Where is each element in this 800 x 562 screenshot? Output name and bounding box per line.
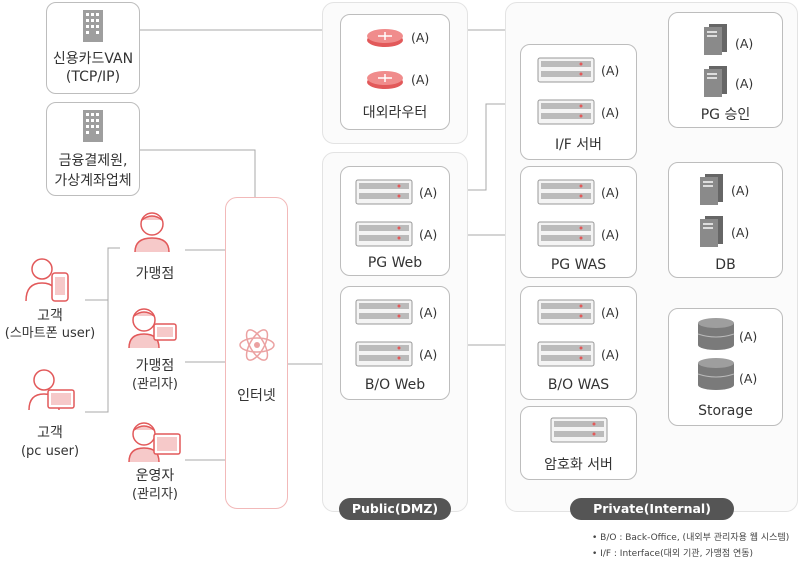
customer-mobile-sub: (스마트폰 user) bbox=[4, 326, 96, 341]
customer-pc-sub: (pc user) bbox=[20, 444, 80, 459]
crypto-server-label: 암호화 서버 bbox=[544, 457, 613, 473]
smartphone-user-icon bbox=[25, 258, 69, 302]
tower-server-icon bbox=[700, 216, 723, 247]
pg-approval-tag-2: (A) bbox=[735, 76, 754, 91]
pg-web-tag-1: (A) bbox=[419, 185, 438, 200]
card-van-box: 신용카드VAN (TCP/IP) bbox=[46, 2, 140, 94]
operator-admin-label: 운영자 bbox=[135, 468, 175, 484]
bo-was-tag-1: (A) bbox=[601, 305, 620, 320]
external-router-label: 대외라우터 bbox=[362, 105, 428, 121]
customer-mobile-label: 고객 bbox=[37, 308, 63, 324]
internet-label: 인터넷 bbox=[237, 388, 276, 404]
pg-approval-box: (A) (A) PG 승인 bbox=[668, 12, 783, 128]
server-icon bbox=[355, 341, 413, 367]
atom-icon bbox=[239, 329, 275, 361]
pc-user-icon bbox=[28, 369, 75, 411]
server-icon bbox=[355, 179, 413, 205]
router-icon bbox=[367, 29, 403, 47]
pg-approval-label: PG 승인 bbox=[700, 107, 751, 123]
server-icon bbox=[537, 179, 595, 205]
storage-tag-1: (A) bbox=[739, 329, 758, 344]
tower-server-icon bbox=[704, 24, 727, 55]
db-tag-2: (A) bbox=[731, 225, 750, 240]
db-tag-1: (A) bbox=[731, 183, 750, 198]
merchant-icon bbox=[134, 212, 170, 253]
pg-web-label: PG Web bbox=[367, 255, 423, 271]
external-router-box: (A) (A) 대외라우터 bbox=[340, 14, 450, 130]
router-2-tag: (A) bbox=[411, 72, 430, 87]
finance-label: 금융결제원, bbox=[58, 153, 128, 169]
note-if-text: I/F : Interface(대외 기관, 가맹점 연동) bbox=[600, 549, 754, 559]
pg-approval-tag-1: (A) bbox=[735, 36, 754, 51]
bo-web-box: (A) (A) B/O Web bbox=[340, 286, 450, 400]
server-icon bbox=[537, 299, 595, 325]
server-icon bbox=[550, 417, 608, 443]
pg-was-box: (A) (A) PG WAS bbox=[520, 166, 637, 278]
if-server-label: I/F 서버 bbox=[554, 137, 603, 153]
building-icon bbox=[83, 10, 103, 42]
finance-box: 금융결제원, 가상계좌업체 bbox=[46, 102, 140, 196]
pg-was-label: PG WAS bbox=[550, 257, 607, 273]
db-box: (A) (A) DB bbox=[668, 162, 783, 278]
operator-admin-icon bbox=[128, 422, 181, 463]
card-van-label: 신용카드VAN bbox=[52, 51, 134, 67]
finance-label-2: 가상계좌업체 bbox=[54, 173, 132, 189]
merchant-label: 가맹점 bbox=[135, 266, 175, 282]
router-icon bbox=[367, 71, 403, 89]
operator-admin-sub: (관리자) bbox=[131, 487, 179, 502]
bo-was-box: (A) (A) B/O WAS bbox=[520, 286, 637, 400]
bo-web-tag-2: (A) bbox=[419, 347, 438, 362]
building-icon bbox=[83, 110, 103, 142]
storage-box: (A) (A) Storage bbox=[668, 308, 783, 426]
note-bo: • B/O : Back-Office, (내외부 관리자용 웹 시스템) bbox=[592, 533, 790, 543]
storage-disk-icon bbox=[697, 358, 735, 390]
internet-box: 인터넷 bbox=[225, 197, 288, 509]
server-icon bbox=[537, 57, 595, 83]
private-zone-label: Private(Internal) bbox=[570, 498, 734, 520]
merchant-admin-sub: (관리자) bbox=[131, 377, 179, 392]
bo-was-label: B/O WAS bbox=[547, 377, 610, 393]
server-icon bbox=[355, 221, 413, 247]
if-server-box: (A) (A) I/F 서버 bbox=[520, 44, 637, 160]
server-icon bbox=[537, 99, 595, 125]
storage-tag-2: (A) bbox=[739, 371, 758, 386]
router-1-tag: (A) bbox=[411, 30, 430, 45]
card-van-protocol: (TCP/IP) bbox=[65, 69, 121, 85]
public-zone-label: Public(DMZ) bbox=[339, 498, 451, 520]
tower-server-icon bbox=[700, 174, 723, 205]
db-label: DB bbox=[715, 257, 736, 273]
if-server-tag-2: (A) bbox=[601, 105, 620, 120]
bo-web-tag-1: (A) bbox=[419, 305, 438, 320]
merchant-admin-label: 가맹점 bbox=[135, 358, 175, 374]
storage-disk-icon bbox=[697, 318, 735, 350]
bo-was-tag-2: (A) bbox=[601, 347, 620, 362]
pg-was-tag-1: (A) bbox=[601, 185, 620, 200]
tower-server-icon bbox=[704, 66, 727, 97]
crypto-server-box: 암호화 서버 bbox=[520, 406, 637, 480]
merchant-admin-icon bbox=[128, 308, 177, 349]
bo-web-label: B/O Web bbox=[364, 377, 426, 393]
server-icon bbox=[537, 221, 595, 247]
if-server-tag-1: (A) bbox=[601, 63, 620, 78]
pg-web-box: (A) (A) PG Web bbox=[340, 166, 450, 276]
customer-pc-label: 고객 bbox=[37, 425, 63, 441]
pg-web-tag-2: (A) bbox=[419, 227, 438, 242]
pg-was-tag-2: (A) bbox=[601, 227, 620, 242]
server-icon bbox=[537, 341, 595, 367]
note-if: • I/F : Interface(대외 기관, 가맹점 연동) bbox=[592, 549, 754, 559]
storage-label: Storage bbox=[698, 403, 753, 419]
note-bo-text: B/O : Back-Office, (내외부 관리자용 웹 시스템) bbox=[600, 533, 790, 543]
server-icon bbox=[355, 299, 413, 325]
